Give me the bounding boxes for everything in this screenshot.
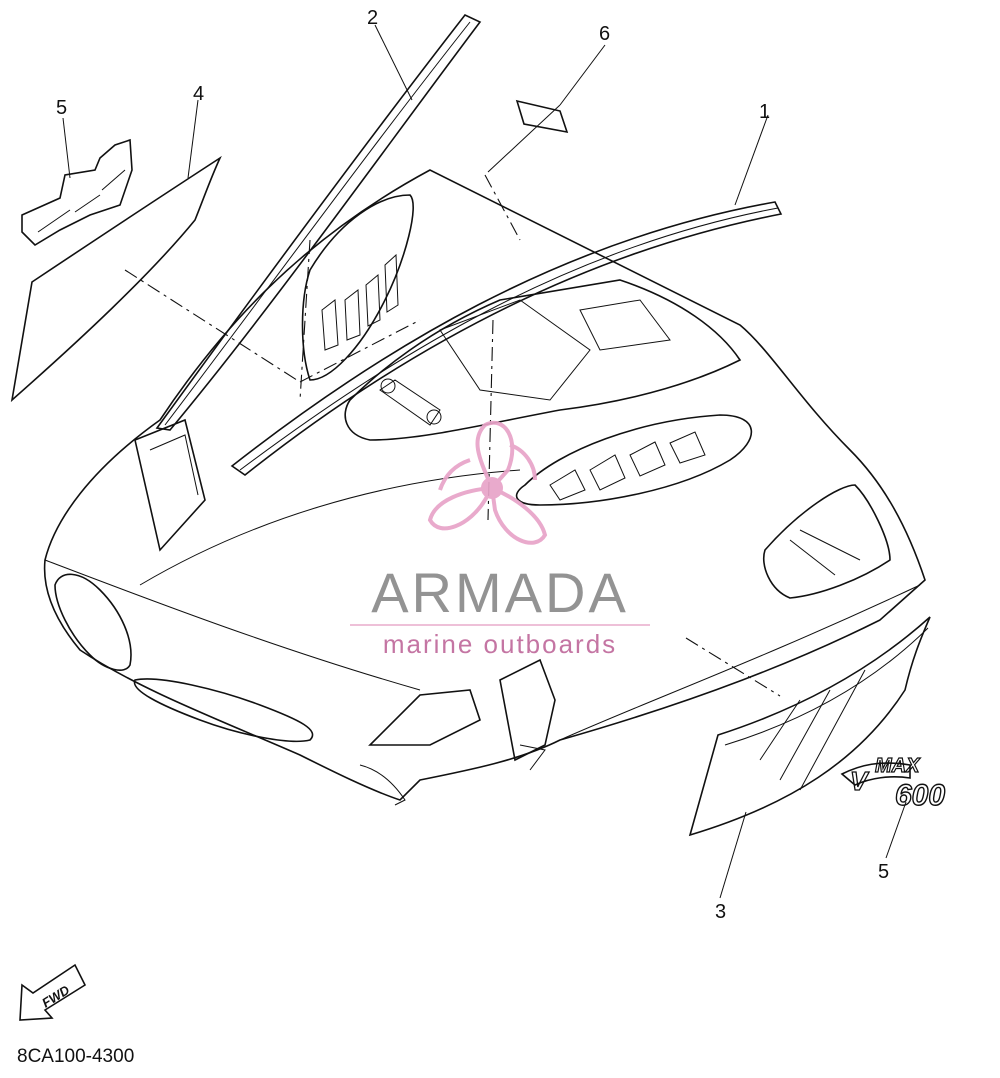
part-3-side-decal [688, 616, 931, 837]
leader-lines [62, 24, 907, 899]
part-label-5-right: 5 [878, 861, 889, 883]
hood-body [43, 169, 926, 806]
part-1-strip [230, 201, 783, 476]
part-label-1: 1 [759, 101, 770, 123]
watermark-subtitle: marine outboards [383, 629, 617, 659]
armada-watermark: ARMADA marine outboards [350, 420, 650, 659]
part-2-strip [155, 14, 482, 431]
propeller-hub [481, 477, 503, 499]
part-label-6: 6 [599, 23, 610, 45]
decal-model-word: MAX [875, 755, 921, 777]
part-label-2: 2 [367, 7, 378, 29]
drawing-code: 8CA100-4300 [17, 1046, 134, 1067]
vmax-600-decal: V MAX 600 [840, 754, 946, 813]
part-label-5-top: 5 [56, 97, 67, 119]
part-label-3: 3 [715, 901, 726, 923]
part-4-side-decal [10, 155, 222, 403]
fwd-arrow-icon: FWD [19, 963, 87, 1021]
decal-brand: V [850, 766, 870, 796]
propeller-logo-icon [427, 420, 548, 545]
part-6-decal [515, 99, 569, 134]
watermark-title: ARMADA [371, 561, 629, 624]
part-label-4: 4 [193, 83, 204, 105]
decal-model-number: 600 [895, 779, 945, 812]
part-5-logo-decal-top [21, 138, 133, 247]
